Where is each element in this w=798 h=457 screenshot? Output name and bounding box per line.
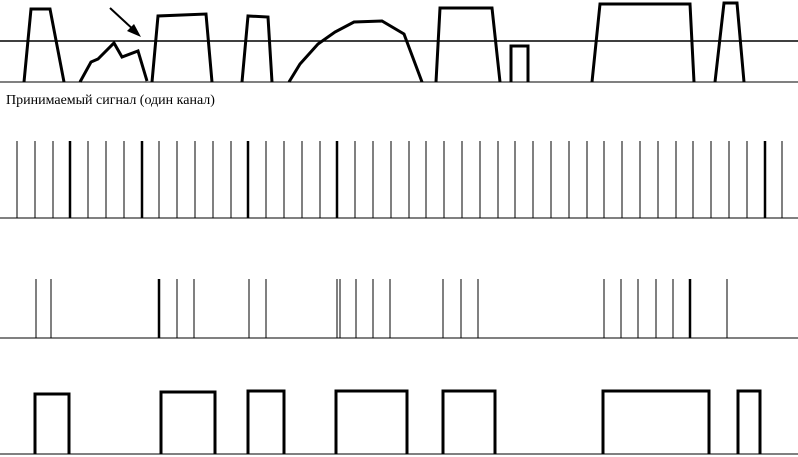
pulse-2-distorted (80, 43, 147, 82)
restored-pulse-4 (336, 391, 407, 454)
pulse-1 (24, 9, 64, 82)
pulse-3 (152, 14, 212, 82)
restored-pulse-2 (161, 392, 215, 454)
restored-pulse-6 (603, 391, 709, 454)
strobe-lines (17, 141, 782, 218)
restored-pulse-3 (248, 391, 284, 454)
restored-pulse-1 (35, 394, 69, 454)
pulse-4 (242, 16, 272, 82)
pulse-9 (715, 3, 744, 82)
pulse-6 (436, 8, 500, 82)
pulse-5-rounded (289, 21, 422, 82)
sampling-strobes-panel (0, 141, 798, 218)
pulse-8 (592, 4, 694, 82)
restored-signal-panel (0, 391, 798, 454)
restored-pulse-7 (738, 391, 760, 454)
selected-strobe-lines (36, 279, 727, 338)
received-signal-panel (0, 3, 798, 82)
selected-strobes-panel (0, 279, 798, 338)
figure-caption: Принимаемый сигнал (один канал) (6, 93, 215, 109)
pulse-7-narrow (511, 46, 528, 82)
restored-pulse-5 (443, 391, 495, 454)
